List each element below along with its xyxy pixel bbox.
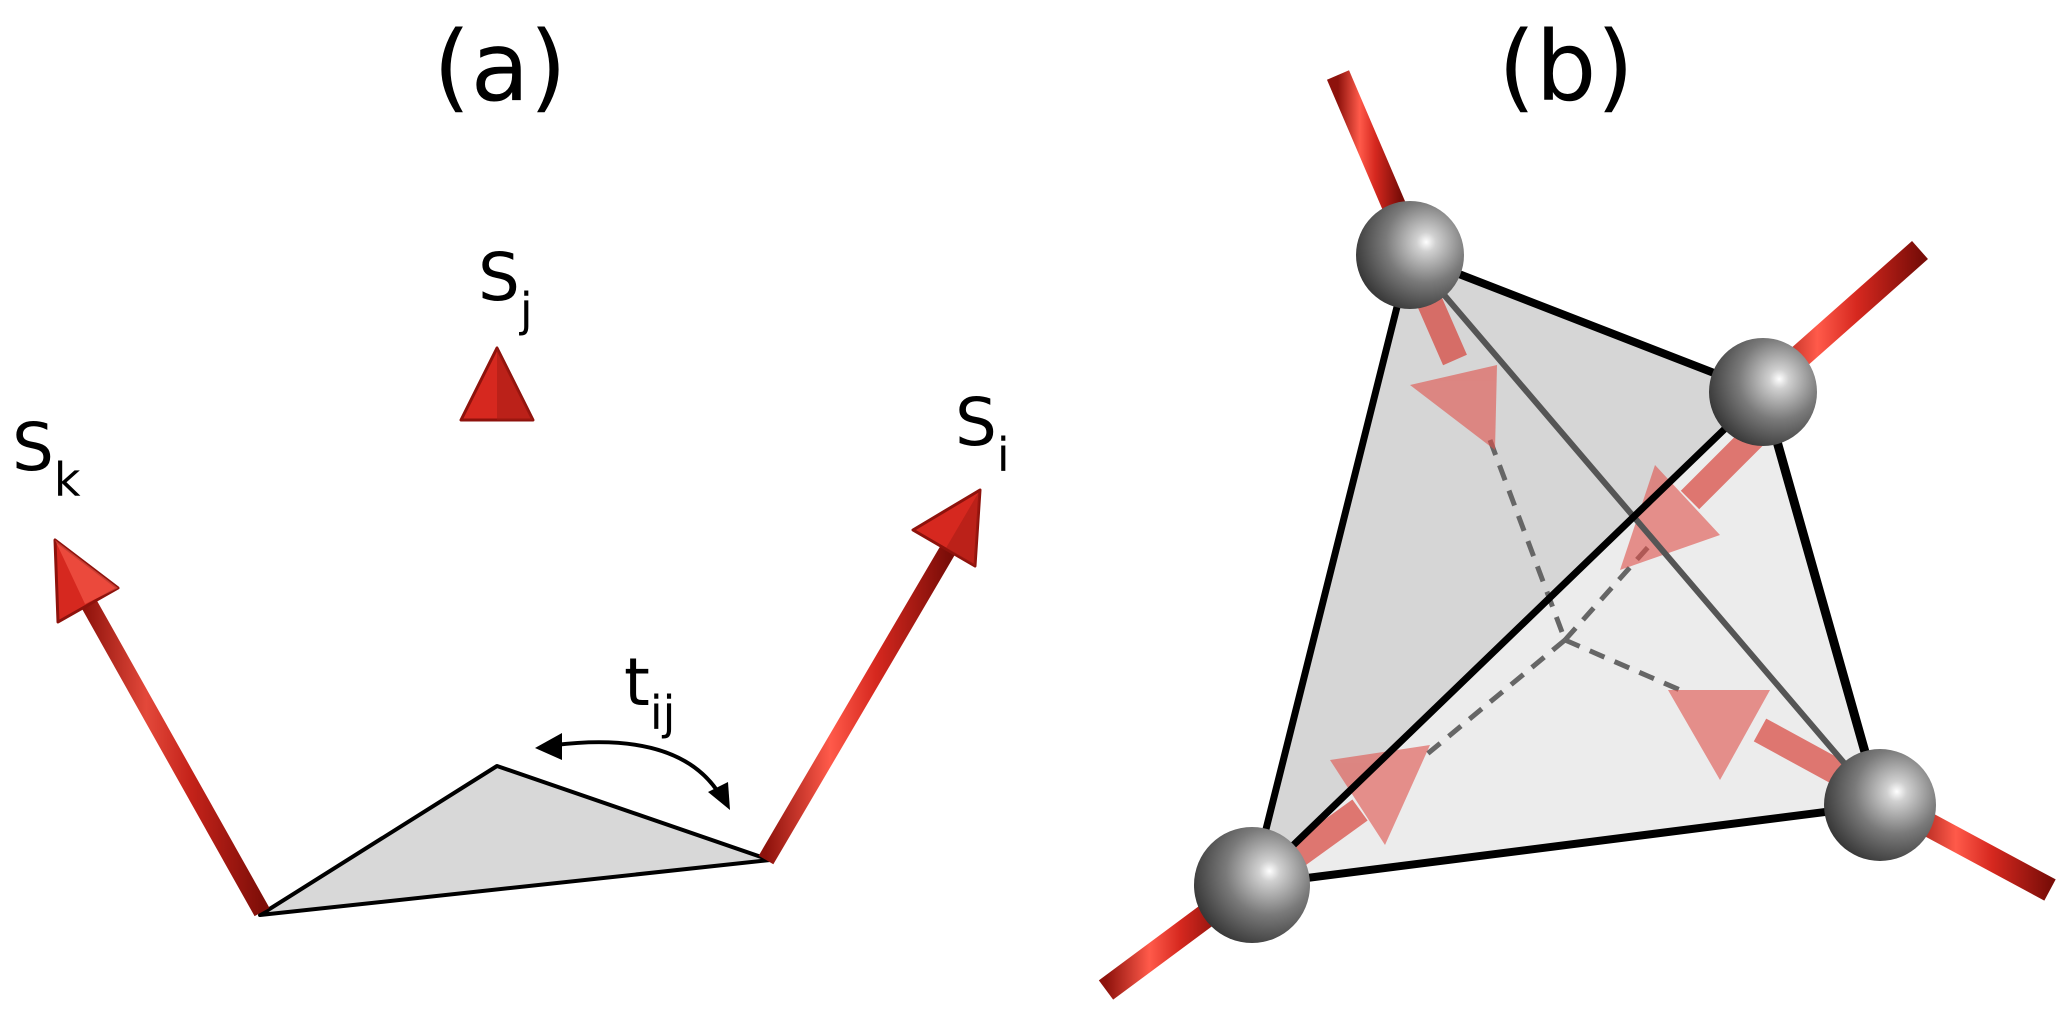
spin-label-i: Si: [955, 384, 1010, 482]
dashed-inner-lines: [1418, 439, 1681, 762]
angle-label: tij: [624, 644, 675, 740]
spin-label-j: Sj: [478, 239, 533, 337]
site-bottom-right: [1824, 749, 1936, 861]
spin-arrow-i: [758, 488, 982, 865]
spin-label-k: Sk: [12, 409, 81, 507]
spin-arrow-k: [53, 538, 270, 917]
panel-a-label: (a): [433, 11, 567, 123]
site-bottom-left: [1194, 827, 1310, 943]
triangle-plaquette: [258, 764, 772, 917]
panel-b: (b): [1098, 11, 2056, 1000]
tetra-edges: [1248, 251, 1885, 889]
site-right: [1709, 338, 1817, 446]
spin-arrow-j: [459, 346, 535, 766]
panel-a: (a) Sk Sj Si: [12, 11, 1010, 917]
lattice-sites: [1194, 201, 1936, 943]
panel-b-label: (b): [1498, 11, 1634, 123]
angle-arc: [535, 733, 730, 810]
tetra-face-left: [1252, 255, 1763, 885]
site-top: [1356, 201, 1464, 309]
